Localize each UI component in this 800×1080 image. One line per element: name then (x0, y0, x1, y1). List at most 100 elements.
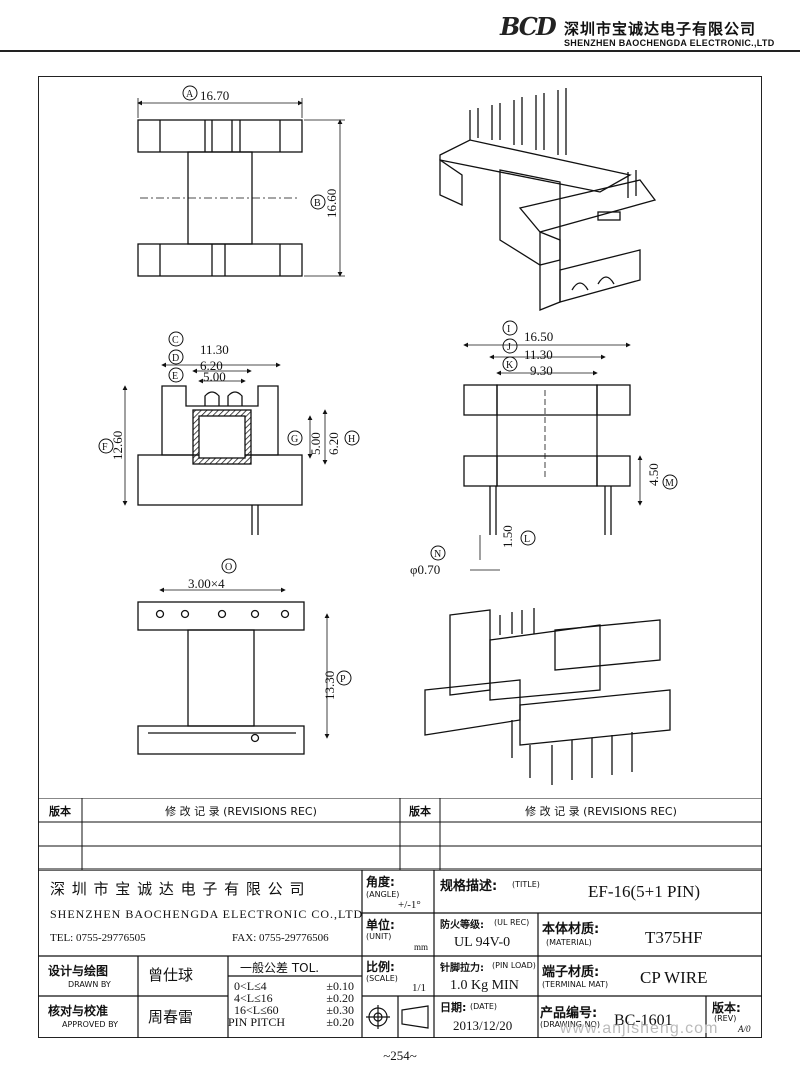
tb-pinload-label: 针脚拉力: (440, 963, 484, 974)
tb-drawno-en: (DRAWING NO) (540, 1020, 600, 1029)
dim-I: I 16.50 (502, 320, 553, 344)
tb-drawno-label: 产品编号: (540, 1006, 598, 1021)
tb-terminal-val: CP WIRE (640, 968, 708, 987)
iso-view-bottom (424, 608, 671, 785)
tol-row: 0<L≤4±0.10 (234, 979, 354, 993)
tol-row: PIN PITCH±0.20 (228, 1015, 354, 1029)
tb-angle-val: +/-1° (398, 899, 421, 911)
svg-text:J: J (507, 342, 511, 353)
svg-text:4.50: 4.50 (646, 463, 661, 486)
tb-unit-label: 单位: (366, 918, 395, 932)
tb-title-val: EF-16(5+1 PIN) (588, 882, 701, 901)
dim-A: A 16.70 (182, 85, 229, 103)
tb-terminal-en: (TERMINAL MAT) (542, 980, 609, 989)
tb-tol-title: 一般公差 TOL. (240, 961, 320, 975)
rev-col-record-2: 修 改 记 录 (REVISIONS REC) (525, 805, 677, 818)
rev-col-version-2: 版本 (409, 805, 431, 818)
dim-P: P13.30 (322, 670, 352, 700)
svg-text:9.30: 9.30 (530, 363, 553, 378)
svg-text:13.30: 13.30 (322, 671, 337, 700)
svg-text:11.30: 11.30 (200, 342, 229, 357)
svg-text:C: C (172, 335, 179, 346)
tb-title-en: (TITLE) (512, 880, 540, 889)
dim-H: H6.20 (326, 430, 360, 455)
tb-rev-label: 版本: (712, 1001, 741, 1015)
dim-G: G 5.00 (287, 430, 323, 455)
svg-text:L: L (524, 534, 530, 545)
svg-text:G: G (291, 434, 298, 445)
top-view (137, 98, 345, 277)
tb-tol-table: 0<L≤4±0.10 4<L≤16±0.20 16<L≤60±0.30 PIN … (228, 979, 354, 1028)
tb-scale-label: 比例: (366, 960, 395, 974)
tb-material-val: T375HF (645, 928, 703, 947)
projection-symbol (366, 1005, 429, 1029)
tb-ul-en: (UL REC) (494, 918, 530, 927)
svg-text:F: F (102, 442, 108, 453)
tb-unit-en: (UNIT) (366, 932, 392, 941)
tb-company-en: SHENZHEN BAOCHENGDA ELECTRONIC CO.,LTD (50, 907, 364, 921)
page-number: ~254~ (383, 1048, 417, 1063)
svg-text:φ0.70: φ0.70 (410, 562, 440, 577)
tb-rev-val: A/0 (738, 1024, 751, 1034)
svg-text:A: A (186, 89, 194, 100)
rev-col-version-1: 版本 (49, 805, 71, 818)
tb-title-label: 规格描述: (440, 879, 498, 894)
svg-text:11.30: 11.30 (524, 347, 553, 362)
svg-text:6.20: 6.20 (200, 358, 223, 373)
tb-drawn-label: 设计与绘图 (48, 964, 109, 978)
tb-approved-label: 核对与校准 (48, 1004, 109, 1018)
front-view (463, 342, 643, 571)
svg-text:D: D (172, 353, 179, 364)
dim-M: M 4.50 (646, 463, 678, 490)
drawing-frame (38, 76, 762, 1038)
header-company-en: SHENZHEN BAOCHENGDA ELECTRONIC.,LTD (564, 38, 775, 48)
svg-text:B: B (314, 198, 321, 209)
svg-text:3.00×4: 3.00×4 (188, 576, 225, 591)
tol-row: 4<L≤16±0.20 (234, 991, 354, 1005)
dim-O: O3.00×4 (188, 558, 237, 591)
dim-L: L 1.50 (500, 525, 536, 548)
tb-angle-label: 角度: (366, 875, 395, 889)
dim-J: J 11.30 (502, 338, 553, 362)
tb-ul-label: 防火等级: (440, 920, 484, 931)
tb-material-label: 本体材质: (542, 922, 600, 937)
svg-text:5.00: 5.00 (308, 432, 323, 455)
tb-fax: FAX: 0755-29776506 (232, 932, 329, 944)
svg-text:12.60: 12.60 (110, 431, 125, 460)
title-block-grid (38, 870, 762, 1038)
company-logo: BCD (500, 12, 557, 41)
tb-date-label: 日期: (440, 1001, 467, 1014)
svg-text:16.70: 16.70 (200, 88, 229, 103)
svg-text:1.50: 1.50 (500, 525, 515, 548)
tb-ul-val: UL 94V-0 (454, 935, 511, 950)
dim-N: Nφ0.70 (410, 545, 446, 577)
iso-view-top (439, 88, 657, 311)
tb-date-val: 2013/12/20 (453, 1018, 513, 1033)
tb-material-en: (MATERIAL) (546, 938, 592, 947)
tb-scale-val: 1/1 (412, 982, 427, 994)
tb-tel: TEL: 0755-29776505 (50, 932, 146, 944)
svg-text:16.50: 16.50 (524, 329, 553, 344)
header-rule (0, 50, 800, 52)
svg-text:16.60: 16.60 (324, 189, 339, 218)
tb-company-cn: 深 圳 市 宝 诚 达 电 子 有 限 公 司 (50, 880, 306, 898)
dim-E: E 5.00 (168, 367, 226, 384)
tb-approved-en: APPROVED BY (62, 1020, 119, 1029)
tb-drawn-en: DRAWN BY (68, 980, 111, 989)
tb-scale-en: (SCALE) (366, 974, 398, 983)
side-view (122, 362, 328, 535)
svg-text:M: M (665, 478, 674, 489)
dim-C: C 11.30 (168, 331, 229, 357)
tb-angle-en: (ANGLE) (366, 890, 400, 899)
tb-drawno-val: BC-1601 (614, 1012, 673, 1029)
technical-drawing: A16.70 B16.60 C11.30 D6.20 E5.00 F12.60 … (98, 85, 678, 785)
svg-text:P: P (340, 674, 346, 685)
bottom-view (137, 587, 330, 755)
svg-text:K: K (506, 360, 514, 371)
svg-text:5.00: 5.00 (203, 369, 226, 384)
dim-D: D 6.20 (168, 349, 223, 373)
svg-text:E: E (172, 371, 178, 382)
svg-text:I: I (507, 324, 510, 335)
dim-K: K 9.30 (502, 356, 553, 378)
